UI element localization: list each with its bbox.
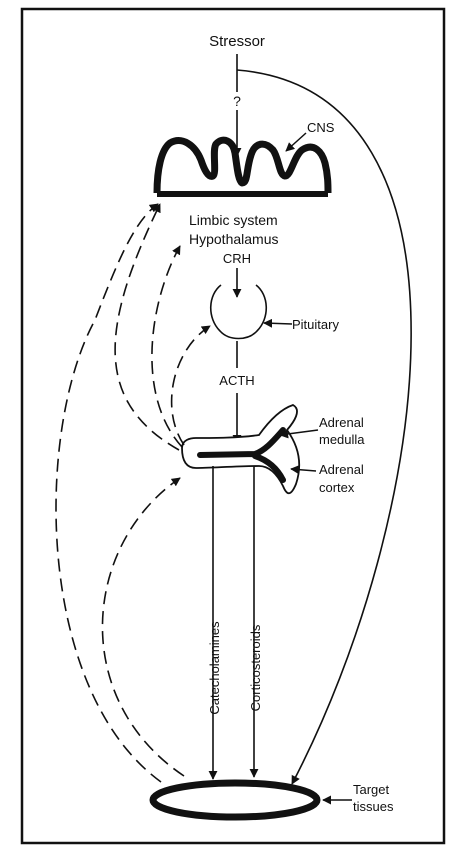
catecholamines-label: Catecholamines [207,621,222,715]
cns-brain-shape [157,140,328,193]
corticosteroids-label: Corticosteroids [248,624,263,711]
target-tissues-label-line2: tissues [353,799,394,814]
feedback-target-to-cns-outer [56,204,161,782]
acth-label: ACTH [219,373,254,388]
feedback-adrenal-to-pituitary [172,326,210,445]
adrenal-medulla-label-line1: Adrenal [319,415,364,430]
pituitary-gland-shape [211,285,267,339]
target-tissues-label-line1: Target [353,782,390,797]
adrenal-cortex-label-line1: Adrenal [319,462,364,477]
diagram-border [22,9,444,843]
hypothalamus-label: Hypothalamus [189,231,279,247]
feedback-adrenal-to-cns [115,204,179,450]
cns-label: CNS [307,120,335,135]
adrenal-medulla-label-line2: medulla [319,432,365,447]
pituitary-pointer-arrow [264,323,292,324]
pituitary-label: Pituitary [292,317,339,332]
feedback-adrenal-to-hypothalamus [152,246,182,447]
limbic-system-label: Limbic system [189,212,278,228]
feedback-target-to-adrenal [102,478,184,776]
target-tissues-shape [153,783,317,817]
adrenal-cortex-label-line2: cortex [319,480,355,495]
feedback-arrows [56,204,210,782]
question-mark: ? [233,93,241,109]
stressor-label: Stressor [209,33,265,50]
crh-label: CRH [223,251,251,266]
